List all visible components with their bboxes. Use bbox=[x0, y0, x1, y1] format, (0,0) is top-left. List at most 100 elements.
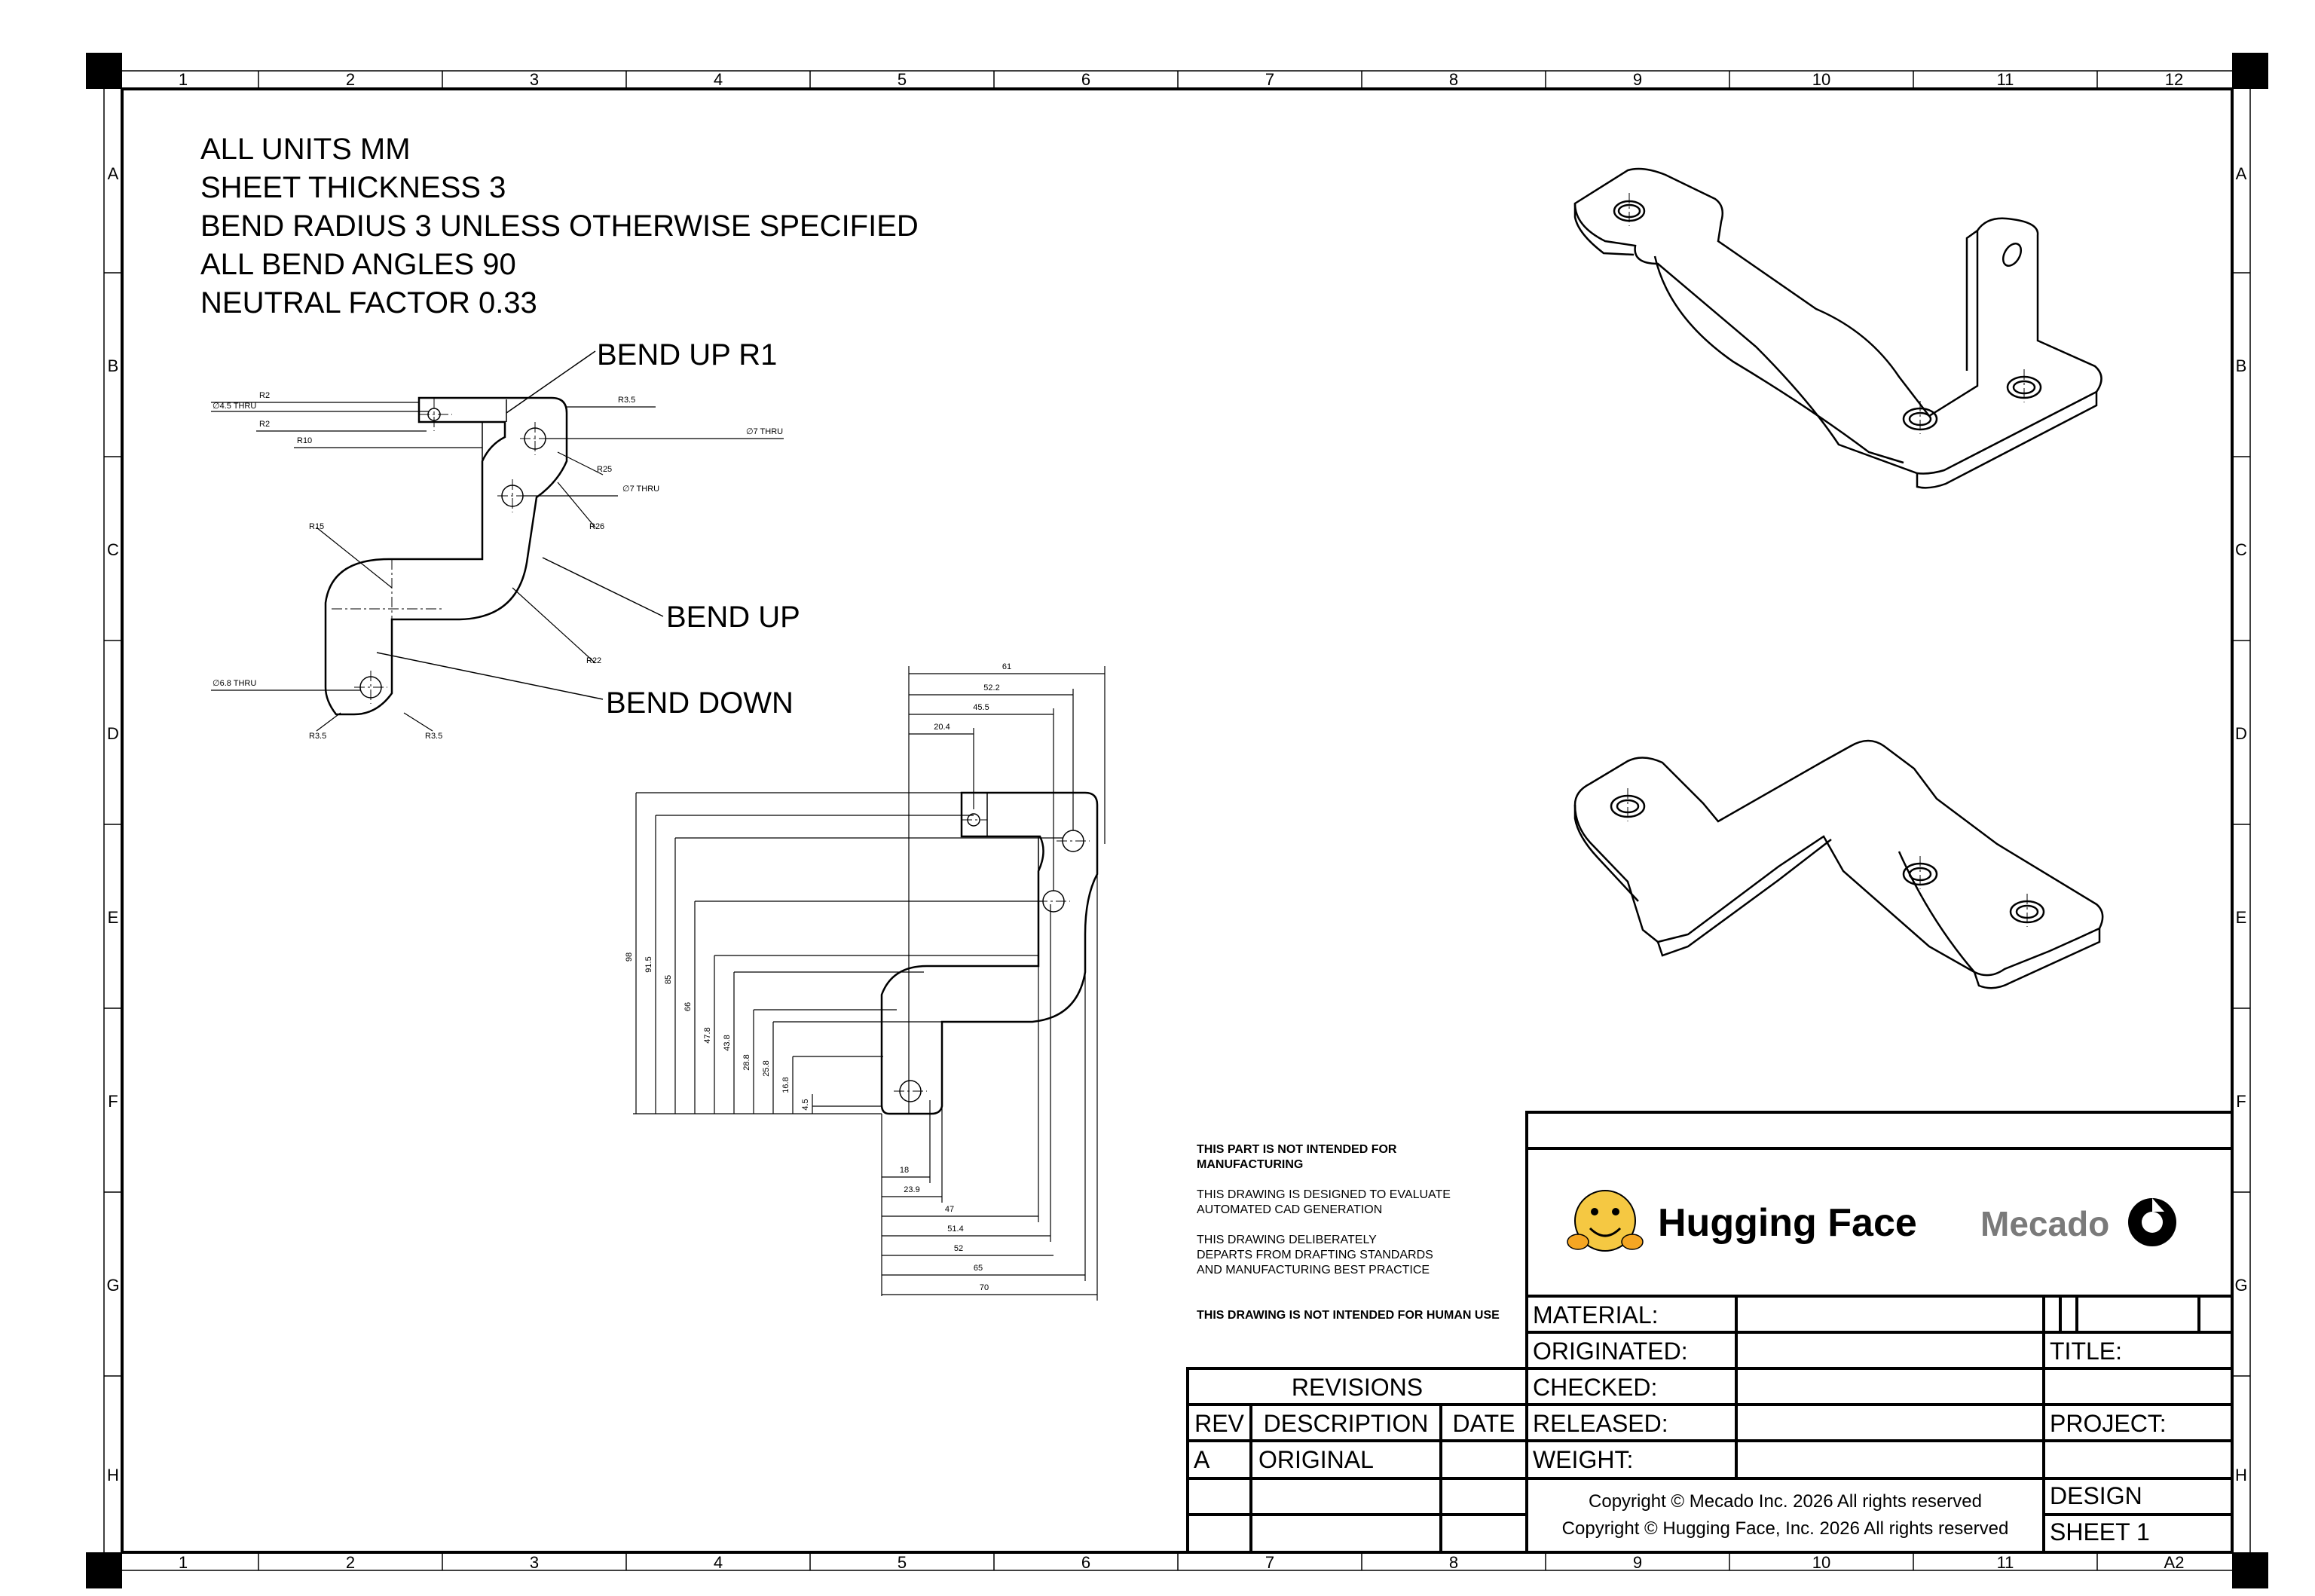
row-label: E bbox=[2236, 908, 2247, 927]
dim-label: 66 bbox=[683, 1002, 693, 1011]
col-label: 3 bbox=[530, 70, 539, 89]
flat-outline bbox=[324, 396, 568, 716]
zone-labels-right: A B C D E F G H bbox=[2234, 164, 2247, 1484]
row-label: H bbox=[2235, 1466, 2247, 1484]
rev-cell: A bbox=[1194, 1446, 1210, 1473]
dim-label: ∅7 THRU bbox=[746, 427, 783, 436]
dim-label: 91.5 bbox=[644, 956, 653, 972]
dim-label: 52.2 bbox=[983, 683, 999, 693]
zone-labels-left: A B C D E F G H bbox=[106, 164, 119, 1484]
corner-mark-br bbox=[2232, 1552, 2268, 1588]
zone-ticks bbox=[104, 71, 2250, 1570]
label-design: DESIGN bbox=[2050, 1482, 2142, 1509]
dim-label: R10 bbox=[297, 436, 312, 445]
col-label: 3 bbox=[530, 1553, 539, 1572]
label-released: RELEASED: bbox=[1533, 1410, 1668, 1437]
col-label: 9 bbox=[1633, 70, 1642, 89]
disclaimer-line: THIS DRAWING IS NOT INTENDED FOR HUMAN U… bbox=[1197, 1309, 1500, 1322]
dim-label: 70 bbox=[980, 1283, 989, 1292]
note-line: BEND RADIUS 3 UNLESS OTHERWISE SPECIFIED bbox=[200, 209, 919, 243]
col-label: 5 bbox=[898, 1553, 907, 1572]
dim-label: R2 bbox=[259, 391, 270, 400]
col-label: 10 bbox=[1812, 1553, 1830, 1572]
disclaimer-line: THIS PART IS NOT INTENDED FOR bbox=[1197, 1143, 1397, 1156]
corner-mark-bl bbox=[86, 1552, 122, 1588]
row-label: E bbox=[108, 908, 119, 927]
disclaimer-block: THIS PART IS NOT INTENDED FOR MANUFACTUR… bbox=[1197, 1143, 1500, 1322]
dim-label: 16.8 bbox=[781, 1077, 791, 1093]
disclaimer-line: THIS DRAWING DELIBERATELY bbox=[1197, 1234, 1377, 1246]
copyright-hugging-face: Copyright © Hugging Face, Inc. 2026 All … bbox=[1562, 1518, 2009, 1539]
col-label: 4 bbox=[714, 1553, 723, 1572]
col-label: 8 bbox=[1449, 70, 1458, 89]
dim-label: 28.8 bbox=[742, 1054, 751, 1070]
dim-label: 18 bbox=[900, 1166, 909, 1175]
disclaimer-line: AND MANUFACTURING BEST PRACTICE bbox=[1197, 1264, 1430, 1276]
disclaimer-line: MANUFACTURING bbox=[1197, 1158, 1303, 1171]
row-label: H bbox=[107, 1466, 119, 1484]
col-label: 4 bbox=[714, 70, 723, 89]
dim-label: 65 bbox=[974, 1264, 983, 1273]
corner-mark-tr bbox=[2232, 53, 2268, 89]
dim-label: 51.4 bbox=[947, 1225, 963, 1234]
disclaimer-line: THIS DRAWING IS DESIGNED TO EVALUATE bbox=[1197, 1188, 1451, 1201]
brand-mecado: Mecado bbox=[1980, 1204, 2109, 1243]
col-label: 2 bbox=[346, 70, 355, 89]
row-label: F bbox=[2236, 1092, 2246, 1111]
disclaimer-line: AUTOMATED CAD GENERATION bbox=[1197, 1203, 1382, 1216]
dim-label: 45.5 bbox=[973, 703, 989, 712]
label-checked: CHECKED: bbox=[1533, 1374, 1657, 1401]
revisions-header: REVISIONS bbox=[1292, 1374, 1423, 1401]
note-line: NEUTRAL FACTOR 0.33 bbox=[200, 286, 537, 320]
row-label: D bbox=[2235, 724, 2247, 743]
dim-label: R3.5 bbox=[309, 732, 326, 741]
col-label: 12 bbox=[2165, 70, 2183, 89]
zone-labels-top: 1 2 3 4 5 6 7 8 9 10 11 12 bbox=[179, 70, 2183, 89]
dim-label: R15 bbox=[309, 522, 324, 531]
dim-label: R3.5 bbox=[425, 732, 442, 741]
sheet-frame bbox=[86, 53, 2268, 1588]
dim-label: ∅4.5 THRU bbox=[213, 402, 256, 411]
col-date: DATE bbox=[1453, 1410, 1515, 1437]
dim-label: 23.9 bbox=[904, 1185, 919, 1194]
label-originated: ORIGINATED: bbox=[1533, 1338, 1688, 1365]
desc-cell: ORIGINAL bbox=[1258, 1446, 1374, 1473]
note-line: ALL UNITS MM bbox=[200, 133, 411, 166]
col-description: DESCRIPTION bbox=[1264, 1410, 1429, 1437]
zone-labels-bottom: 1 2 3 4 5 6 7 8 9 10 11 A2 bbox=[179, 1553, 2185, 1572]
dim-label: 47 bbox=[945, 1205, 954, 1214]
ordinate-outline bbox=[880, 791, 1099, 1115]
col-label: 10 bbox=[1812, 70, 1830, 89]
col-label: 2 bbox=[346, 1553, 355, 1572]
dim-label: 52 bbox=[954, 1244, 963, 1253]
dim-label: R26 bbox=[589, 522, 604, 531]
row-label: B bbox=[108, 356, 119, 375]
note-line: SHEET THICKNESS 3 bbox=[200, 171, 506, 204]
row-label: F bbox=[108, 1092, 118, 1111]
corner-mark-tl bbox=[86, 53, 122, 89]
brand-hugging-face: Hugging Face bbox=[1658, 1201, 1917, 1245]
flat-pattern-view: R2 ∅4.5 THRU R2 R10 R3.5 ∅7 THRU R25 ∅7 … bbox=[211, 338, 800, 741]
dim-label: 4.5 bbox=[801, 1099, 810, 1110]
dim-label: R25 bbox=[597, 465, 612, 474]
dim-label: R3.5 bbox=[618, 396, 635, 405]
hugging-face-emoji-icon bbox=[1574, 1190, 1636, 1252]
disclaimer-line: DEPARTS FROM DRAFTING STANDARDS bbox=[1197, 1249, 1433, 1261]
label-title: TITLE: bbox=[2050, 1338, 2122, 1365]
note-line: ALL BEND ANGLES 90 bbox=[200, 248, 516, 281]
row-label: C bbox=[2235, 540, 2247, 559]
col-label: 5 bbox=[898, 70, 907, 89]
col-rev: REV bbox=[1194, 1410, 1244, 1437]
col-label: 8 bbox=[1449, 1553, 1458, 1572]
col-label: 7 bbox=[1265, 1553, 1274, 1572]
row-label: C bbox=[107, 540, 119, 559]
dim-label: ∅7 THRU bbox=[622, 485, 659, 494]
col-label: 6 bbox=[1081, 70, 1090, 89]
dim-label: 85 bbox=[664, 975, 673, 984]
sheet-size-label: A2 bbox=[2164, 1553, 2185, 1572]
isometric-view-bottom bbox=[1573, 739, 2104, 989]
dim-label: R2 bbox=[259, 420, 270, 429]
col-label: 11 bbox=[1997, 70, 2014, 89]
row-label: A bbox=[108, 164, 119, 183]
